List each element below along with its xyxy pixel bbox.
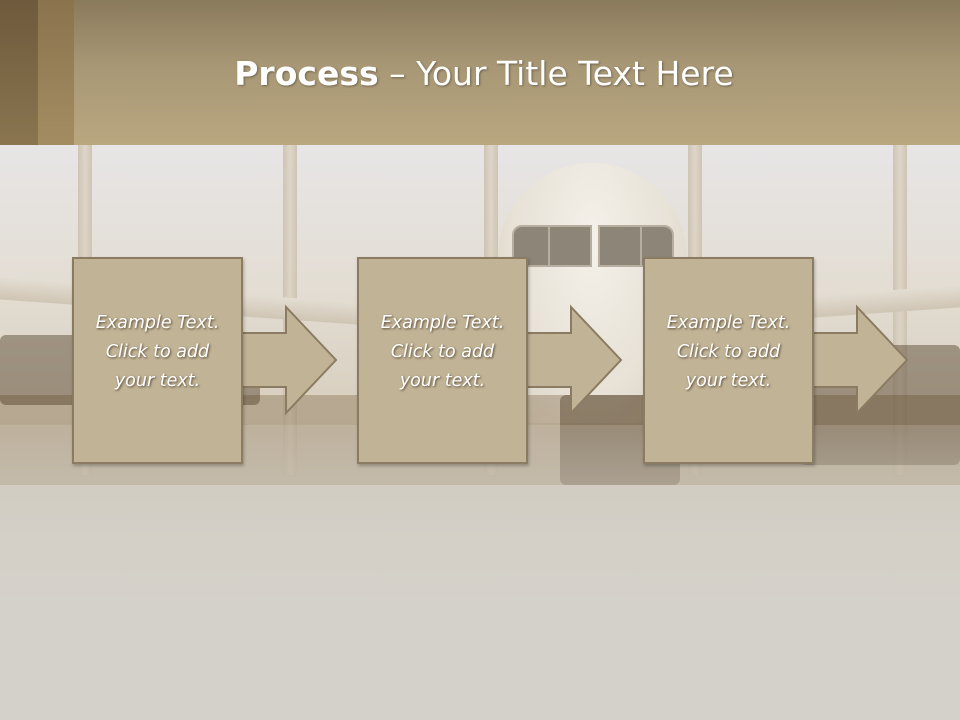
- cockpit-window: [548, 225, 592, 267]
- slide-title[interactable]: Process – Your Title Text Here: [74, 52, 894, 96]
- process-step-box-3[interactable]: [643, 257, 814, 464]
- title-bar: Process – Your Title Text Here: [0, 0, 960, 145]
- header-accent-stripe: [38, 0, 74, 145]
- header-accent-stripe: [0, 0, 38, 145]
- photo-fade-overlay: [0, 425, 960, 720]
- process-arrow-1: [241, 304, 338, 416]
- cockpit-window: [598, 225, 642, 267]
- process-step-box-2[interactable]: [357, 257, 528, 464]
- process-step-text-3[interactable]: Example Text. Click to add your text.: [666, 313, 791, 391]
- process-step-text-2[interactable]: Example Text. Click to add your text.: [380, 313, 505, 391]
- process-step-box-1[interactable]: [72, 257, 243, 464]
- process-arrow-2: [526, 304, 623, 416]
- cockpit-window: [512, 225, 550, 267]
- title-regular-part: – Your Title Text Here: [378, 54, 734, 93]
- title-bold-part: Process: [234, 54, 379, 93]
- process-arrow-3: [812, 304, 909, 416]
- process-step-text-1[interactable]: Example Text. Click to add your text.: [95, 313, 220, 391]
